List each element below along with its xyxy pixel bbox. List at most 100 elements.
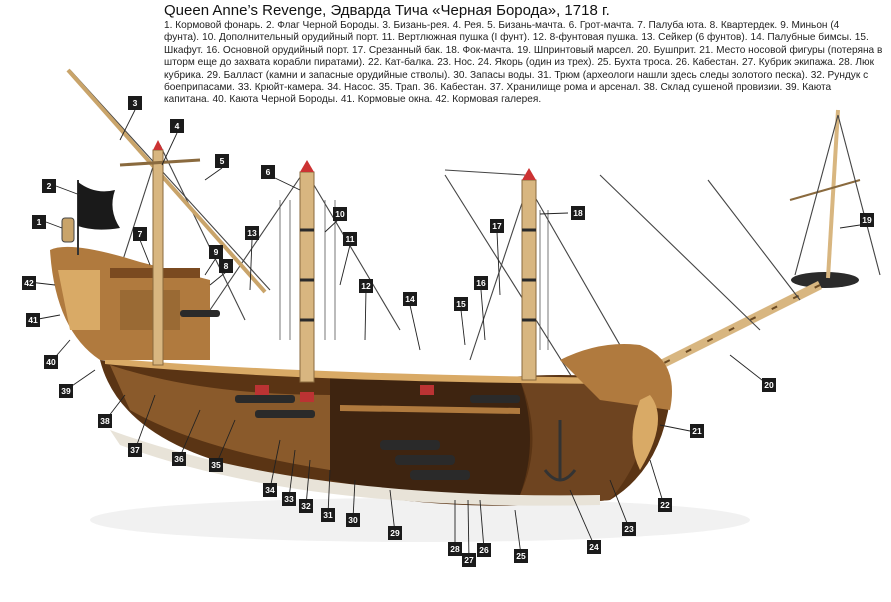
legend-item-12: 12. 8-фунтовая пушка. (532, 32, 639, 44)
legend-item-18: 18. Фок-мачта. (445, 44, 515, 56)
ground-shadow (90, 498, 750, 542)
callout-31: 31 (321, 508, 335, 522)
legend-item-42: 42. Кормовая галерея. (435, 94, 542, 106)
legend-item-34: 34. Насос. (327, 82, 376, 94)
callout-6: 6 (261, 165, 275, 179)
sprit-topmast (826, 109, 840, 279)
legend-item-22: 22. Кат-балка. (367, 57, 435, 69)
legend-item-19: 19. Шпринтовый марсел. (517, 44, 634, 56)
mizzen-top-yard (119, 158, 201, 167)
callout-20: 20 (762, 378, 776, 392)
legend-item-21: 21. Место носовой фигуры (потеряна в што… (164, 44, 883, 69)
legend-item-41: 41. Кормовые окна. (340, 94, 433, 106)
callout-22: 22 (658, 498, 672, 512)
callout-4: 4 (170, 119, 184, 133)
legend-item-32: 32. Рундук с боеприпасами. (164, 69, 869, 94)
cannons (180, 310, 520, 480)
callout-40: 40 (44, 355, 58, 369)
legend-item-38: 38. Склад сушеной провизии. (643, 82, 783, 94)
mizzen-mast (152, 149, 164, 366)
fore-mast-cap (522, 168, 536, 180)
legend-item-36: 36. Кабестан. (423, 82, 487, 94)
legend-item-8: 8. Квартердек. (709, 20, 778, 31)
callout-27: 27 (462, 553, 476, 567)
legend-item-16: 16. Основной орудийный порт. (206, 44, 350, 56)
legend-item-3: 3. Бизань-рея. (382, 20, 450, 31)
mizzen-mast-cap (153, 140, 163, 150)
legend-item-31: 31. Трюм (археологи нашли здесь следы зо… (537, 69, 808, 81)
callout-19: 19 (860, 213, 874, 227)
callout-39: 39 (59, 384, 73, 398)
legend: 1. Кормовой фонарь.2. Флаг Черной Бороды… (164, 20, 884, 107)
callout-11: 11 (343, 232, 357, 246)
ratlines (279, 200, 549, 350)
legend-item-28: 28. Люк кубрика. (164, 57, 874, 81)
mizzen-yard (66, 68, 267, 294)
stern-gallery (58, 270, 100, 330)
callout-33: 33 (282, 492, 296, 506)
hull-hold-section (330, 375, 530, 496)
callout-36: 36 (172, 452, 186, 466)
mast-bands (300, 228, 536, 322)
callout-1: 1 (32, 215, 46, 229)
legend-item-40: 40. Каюта Черной Бороды. (212, 94, 338, 106)
legend-item-10: 10. Дополнительный орудийный порт. (202, 32, 379, 44)
legend-item-2: 2. Флаг Черной Бороды. (265, 20, 380, 31)
callout-42: 42 (22, 276, 36, 290)
legend-item-6: 6. Грот-мачта. (568, 20, 635, 31)
callout-16: 16 (474, 276, 488, 290)
blackbeard-flag-icon (78, 182, 120, 230)
callout-15: 15 (454, 297, 468, 311)
legend-item-20: 20. Бушприт. (636, 44, 697, 56)
callout-5: 5 (215, 154, 229, 168)
legend-item-30: 30. Запасы воды. (453, 69, 535, 81)
callout-12: 12 (359, 279, 373, 293)
main-mast (299, 171, 315, 383)
legend-item-39: 39. Каюта капитана. (164, 82, 832, 106)
callout-7: 7 (133, 227, 147, 241)
hull-stern-section (110, 365, 330, 470)
legend-item-25: 25. Бухта троса. (597, 57, 673, 69)
legend-item-13: 13. Сейкер (6 фунтов). (641, 32, 748, 44)
legend-item-35: 35. Трап. (378, 82, 421, 94)
callout-37: 37 (128, 443, 142, 457)
bow-figurehead-place (632, 395, 658, 470)
legend-item-33: 33. Крюйт-камера. (237, 82, 325, 94)
legend-item-1: 1. Кормовой фонарь. (164, 20, 263, 31)
callout-18: 18 (571, 206, 585, 220)
hull-waterline (110, 430, 600, 506)
callout-28: 28 (448, 542, 462, 556)
legend-item-29: 29. Балласт (камни и запасные орудийные … (206, 69, 451, 81)
forecastle (560, 344, 672, 410)
legend-item-23: 23. Нос. (437, 57, 475, 69)
callout-3: 3 (128, 96, 142, 110)
hull-bow-section (520, 380, 646, 502)
callout-41: 41 (26, 313, 40, 327)
callout-17: 17 (490, 219, 504, 233)
callout-32: 32 (299, 499, 313, 513)
legend-item-17: 17. Срезанный бак. (352, 44, 443, 56)
legend-item-5: 5. Бизань-мачта. (487, 20, 566, 31)
callout-29: 29 (388, 526, 402, 540)
callout-26: 26 (477, 543, 491, 557)
legend-item-4: 4. Рея. (452, 20, 485, 31)
callout-2: 2 (42, 179, 56, 193)
callout-25: 25 (514, 549, 528, 563)
callout-9: 9 (209, 245, 223, 259)
legend-item-9: 9. Миньон (4 фунта). (164, 20, 840, 44)
legend-item-37: 37. Хранилище рома и арсенал. (489, 82, 641, 94)
callout-23: 23 (622, 522, 636, 536)
legend-item-26: 26. Кабестан. (675, 57, 739, 69)
callout-10: 10 (333, 207, 347, 221)
legend-item-24: 24. Якорь (один из трех). (477, 57, 595, 69)
gun-carriages (255, 385, 434, 402)
stern-lantern (61, 217, 75, 243)
main-deck (105, 358, 640, 384)
legend-item-15: 15. Шкафут. (164, 32, 869, 56)
callout-13: 13 (245, 226, 259, 240)
callout-24: 24 (587, 540, 601, 554)
sprit-top-platform (791, 272, 859, 288)
legend-item-11: 11. Вертлюжная пушка (I фунт). (381, 32, 530, 44)
main-mast-cap (300, 160, 314, 172)
